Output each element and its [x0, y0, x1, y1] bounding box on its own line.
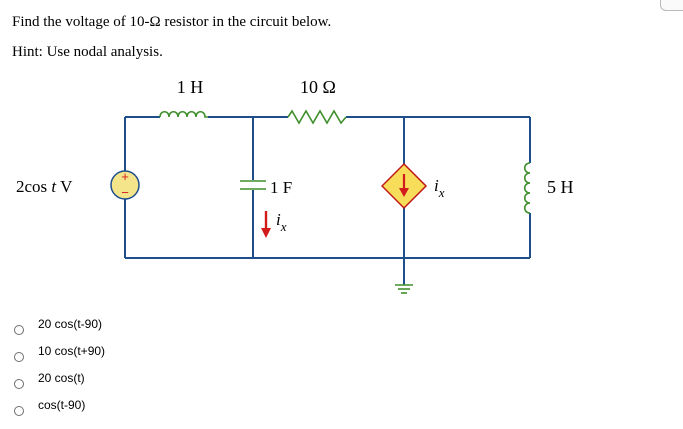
inductor-1h	[159, 110, 208, 118]
radio-button-4[interactable]	[14, 406, 24, 416]
label-inductor-5h: 5 H	[547, 177, 574, 197]
source-minus: −	[121, 185, 129, 200]
radio-button-2[interactable]	[14, 352, 24, 362]
option-label-4: cos(t-90)	[38, 398, 86, 412]
label-capacitor-1f: 1 F	[270, 178, 292, 197]
inductor-5h	[523, 162, 531, 214]
dep-source-arrow-head	[399, 188, 409, 197]
source-plus: +	[121, 169, 129, 184]
resistor-10ohm	[287, 109, 347, 125]
label-inductor-1h: 1 H	[177, 77, 204, 97]
label-ix-current: ix	[276, 210, 287, 234]
radio-button-3[interactable]	[14, 379, 24, 389]
question-text: Find the voltage of 10-Ω resistor in the…	[12, 14, 332, 30]
radio-button-1[interactable]	[14, 325, 24, 335]
ix-arrow-head	[261, 228, 271, 238]
label-source: 2cos t V	[16, 177, 73, 196]
label-resistor-10ohm: 10 Ω	[300, 77, 336, 97]
window-edge-tab	[660, 0, 683, 11]
option-label-2: 10 cos(t+90)	[38, 344, 106, 358]
voltage-source	[110, 170, 140, 200]
option-label-3: 20 cos(t)	[38, 371, 85, 385]
label-dependent-ix: ix	[434, 176, 445, 200]
ground-symbol	[395, 284, 413, 294]
hint-text: Hint: Use nodal analysis.	[12, 44, 163, 60]
option-label-1: 20 cos(t-90)	[38, 317, 103, 331]
